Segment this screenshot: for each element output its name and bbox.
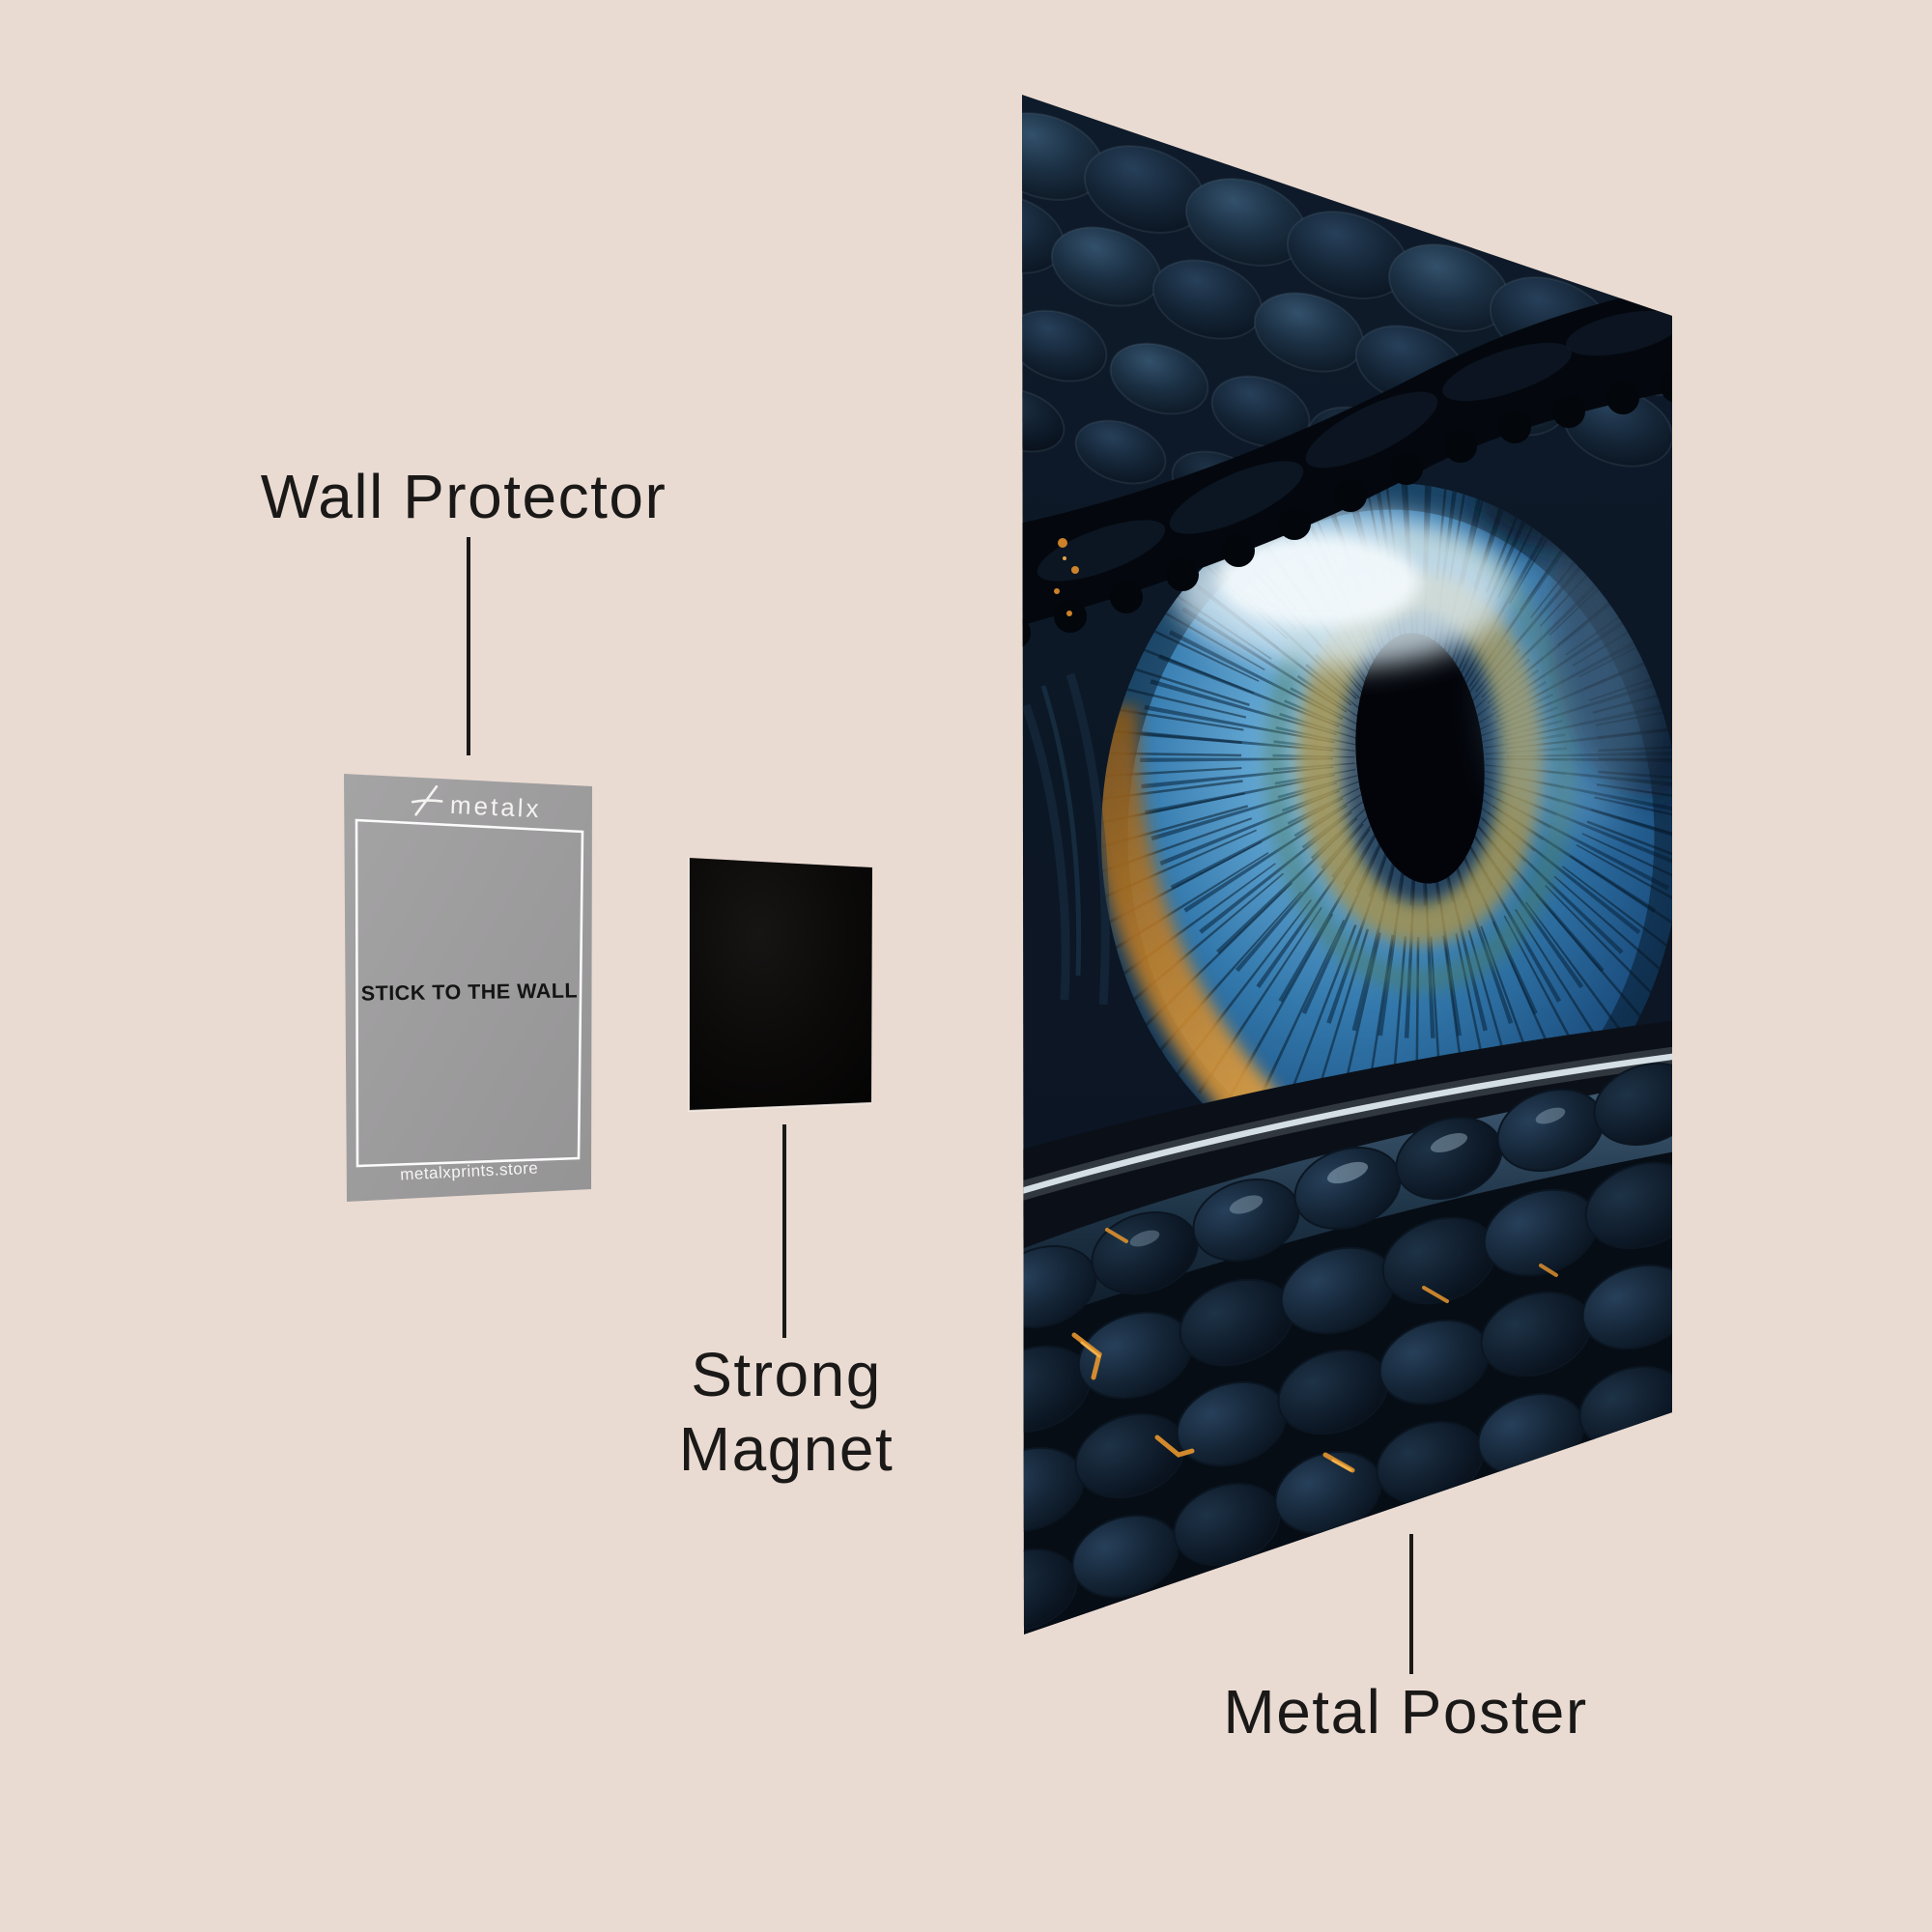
left-lid-streaks [1022, 672, 1110, 1006]
magnet-edge-highlight [688, 858, 872, 1113]
card-brand-text: metalx [449, 790, 542, 823]
magnet-face [689, 858, 872, 1111]
strong-magnet-label: Strong Magnet [448, 1338, 1124, 1487]
metal-poster-artwork [1022, 95, 1672, 1634]
strong-magnet-leader-line [782, 1124, 786, 1338]
poster-pupil [1355, 633, 1485, 884]
magnet-square [688, 858, 872, 1113]
metalx-logo-icon [411, 784, 443, 816]
card-brand-logo: metalx [411, 784, 542, 823]
eyelid-specular-line [1022, 1051, 1672, 1200]
scale-orange-cracks [1071, 1228, 1558, 1473]
strong-magnet-label-line1: Strong [691, 1340, 882, 1409]
wall-protector-label: Wall Protector [260, 462, 668, 531]
poster-brow-ridge [1022, 283, 1672, 649]
wall-protector-leader-line [467, 537, 470, 755]
lid-orange-speckles [1054, 538, 1079, 616]
scale-highlights [1129, 1107, 1566, 1247]
card-surface [344, 774, 592, 1202]
metal-poster-leader-line [1409, 1534, 1413, 1674]
brow-scallop-bumps [1022, 370, 1672, 649]
card-center-text: STICK TO THE WALL [361, 979, 579, 1005]
wall-protector-card: metalx STICK TO THE WALL metalxprints.st… [344, 774, 592, 1202]
strong-magnet-label-line2: Magnet [678, 1413, 895, 1484]
card-inner-border [355, 818, 584, 1168]
metal-poster-label: Metal Poster [1223, 1677, 1588, 1747]
